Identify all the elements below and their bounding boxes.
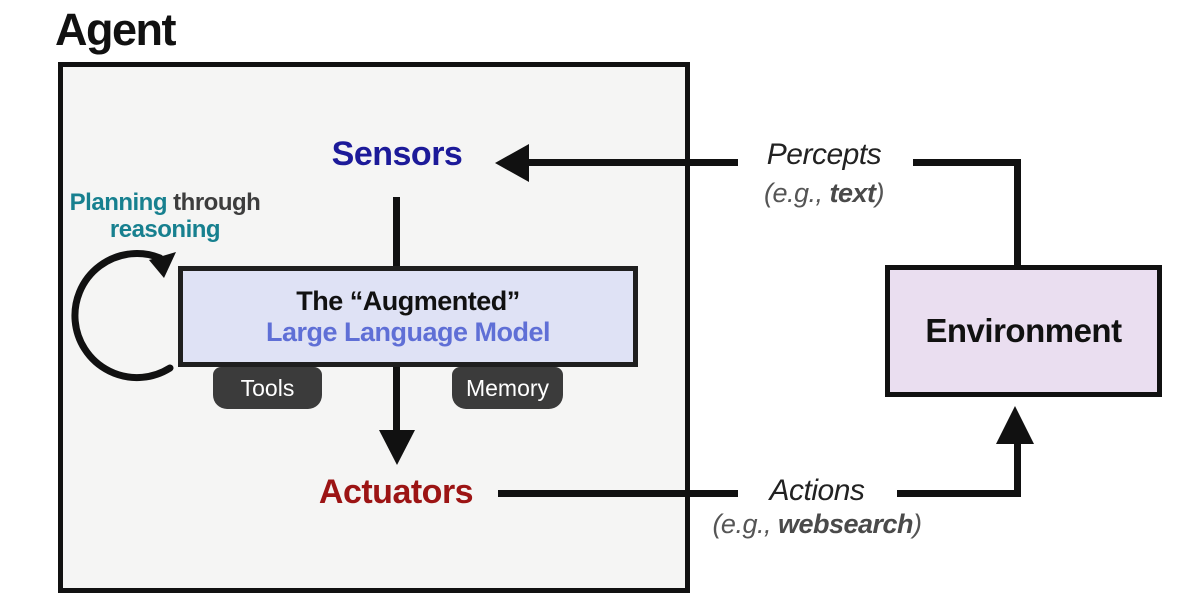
actions-line-right xyxy=(897,490,1021,497)
percepts-example-bold: text xyxy=(829,178,877,208)
percepts-example-prefix: (e.g., xyxy=(763,178,830,208)
loop-arrow-icon xyxy=(71,250,176,382)
left-arrowhead-icon xyxy=(495,144,529,182)
reasoning-word: reasoning xyxy=(109,216,221,243)
through-word: through xyxy=(167,189,261,216)
environment-to-percepts-line xyxy=(1014,159,1021,265)
up-arrowhead-icon xyxy=(996,406,1034,444)
actions-example: (e.g., websearch) xyxy=(667,509,967,540)
memory-tab-label: Memory xyxy=(465,374,550,401)
sensors-label: Sensors xyxy=(331,135,463,173)
tools-tab-label: Tools xyxy=(240,374,295,401)
actions-line-left xyxy=(498,490,738,497)
down-arrowhead-icon xyxy=(379,430,415,465)
environment-label: Environment xyxy=(925,312,1122,349)
percepts-example: (e.g., text) xyxy=(699,178,949,209)
actuators-label: Actuators xyxy=(318,473,474,511)
llm-to-actuators-line xyxy=(393,367,400,431)
planning-note: Planning through reasoning xyxy=(60,189,270,243)
percepts-line-left xyxy=(527,159,738,166)
sensors-to-llm-line xyxy=(393,197,400,267)
percepts-example-suffix: ) xyxy=(875,178,885,208)
environment-box: Environment xyxy=(885,265,1162,397)
diagram-title: Agent xyxy=(55,4,177,55)
memory-tab: Memory xyxy=(452,367,563,409)
actions-label: Actions xyxy=(769,474,865,507)
percepts-label: Percepts xyxy=(766,138,882,171)
llm-box: The “Augmented” Large Language Model xyxy=(178,266,638,367)
llm-box-line2: Large Language Model xyxy=(265,316,551,347)
tools-tab: Tools xyxy=(213,367,322,409)
actions-example-bold: websearch xyxy=(777,509,914,539)
actions-example-prefix: (e.g., xyxy=(712,509,778,539)
planning-word: Planning xyxy=(69,189,168,216)
percepts-line-right xyxy=(913,159,1021,166)
llm-box-line1: The “Augmented” xyxy=(296,285,520,316)
actions-to-environment-line xyxy=(1014,444,1021,497)
actions-example-suffix: ) xyxy=(913,509,922,539)
